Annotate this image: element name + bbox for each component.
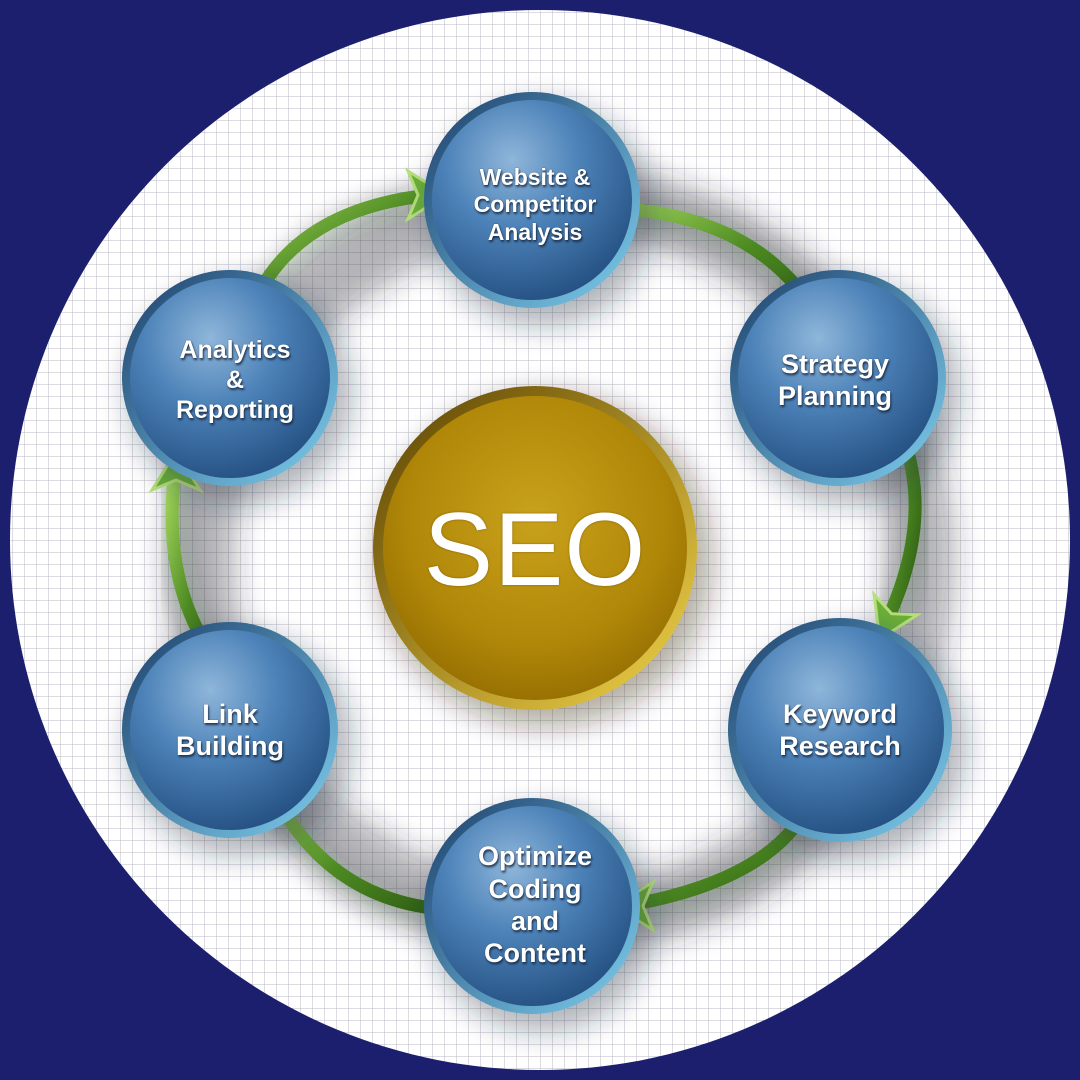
node-circles (122, 92, 966, 1032)
node-circle-optimize-coding-content (424, 798, 654, 1032)
node-circle-keyword-research (728, 618, 966, 860)
node-circle-analytics-reporting (122, 270, 352, 504)
center-seo-label: SEO (423, 491, 647, 608)
node-circle-strategy-planning (730, 270, 960, 504)
center-seo-circle (373, 386, 713, 728)
node-circle-website-competitor-analysis (424, 92, 654, 326)
node-circle-link-building (122, 622, 352, 856)
